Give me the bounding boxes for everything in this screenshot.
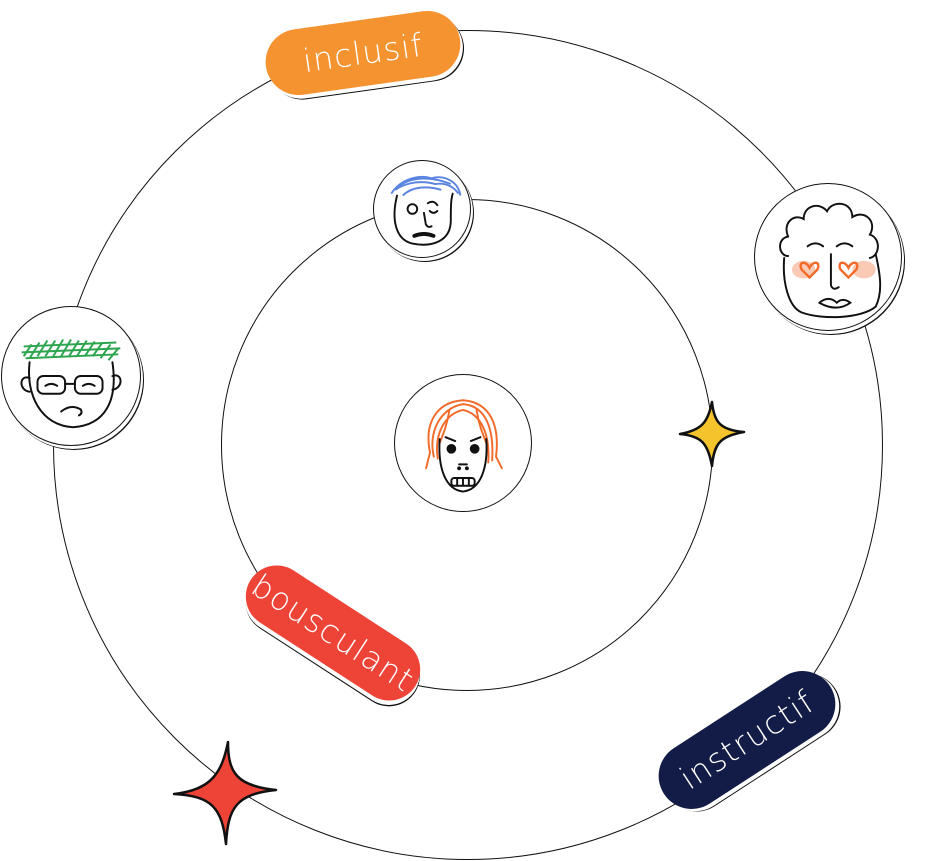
sparkle-yellow-icon (678, 400, 746, 468)
face-with-glasses-avatar (1, 306, 141, 446)
face-curly-hair-icon (779, 202, 882, 319)
face-orange-hair-icon (425, 399, 503, 493)
face-blue-hair-avatar (373, 160, 471, 258)
face-blue-hair-icon (390, 175, 462, 246)
face-with-glasses-icon (20, 339, 122, 429)
inclusif-label: inclusif (300, 25, 426, 81)
face-orange-hair-avatar (394, 374, 532, 512)
outer-orbit (53, 30, 883, 860)
sparkle-red-icon (172, 740, 278, 846)
face-curly-hair-avatar (754, 183, 902, 331)
